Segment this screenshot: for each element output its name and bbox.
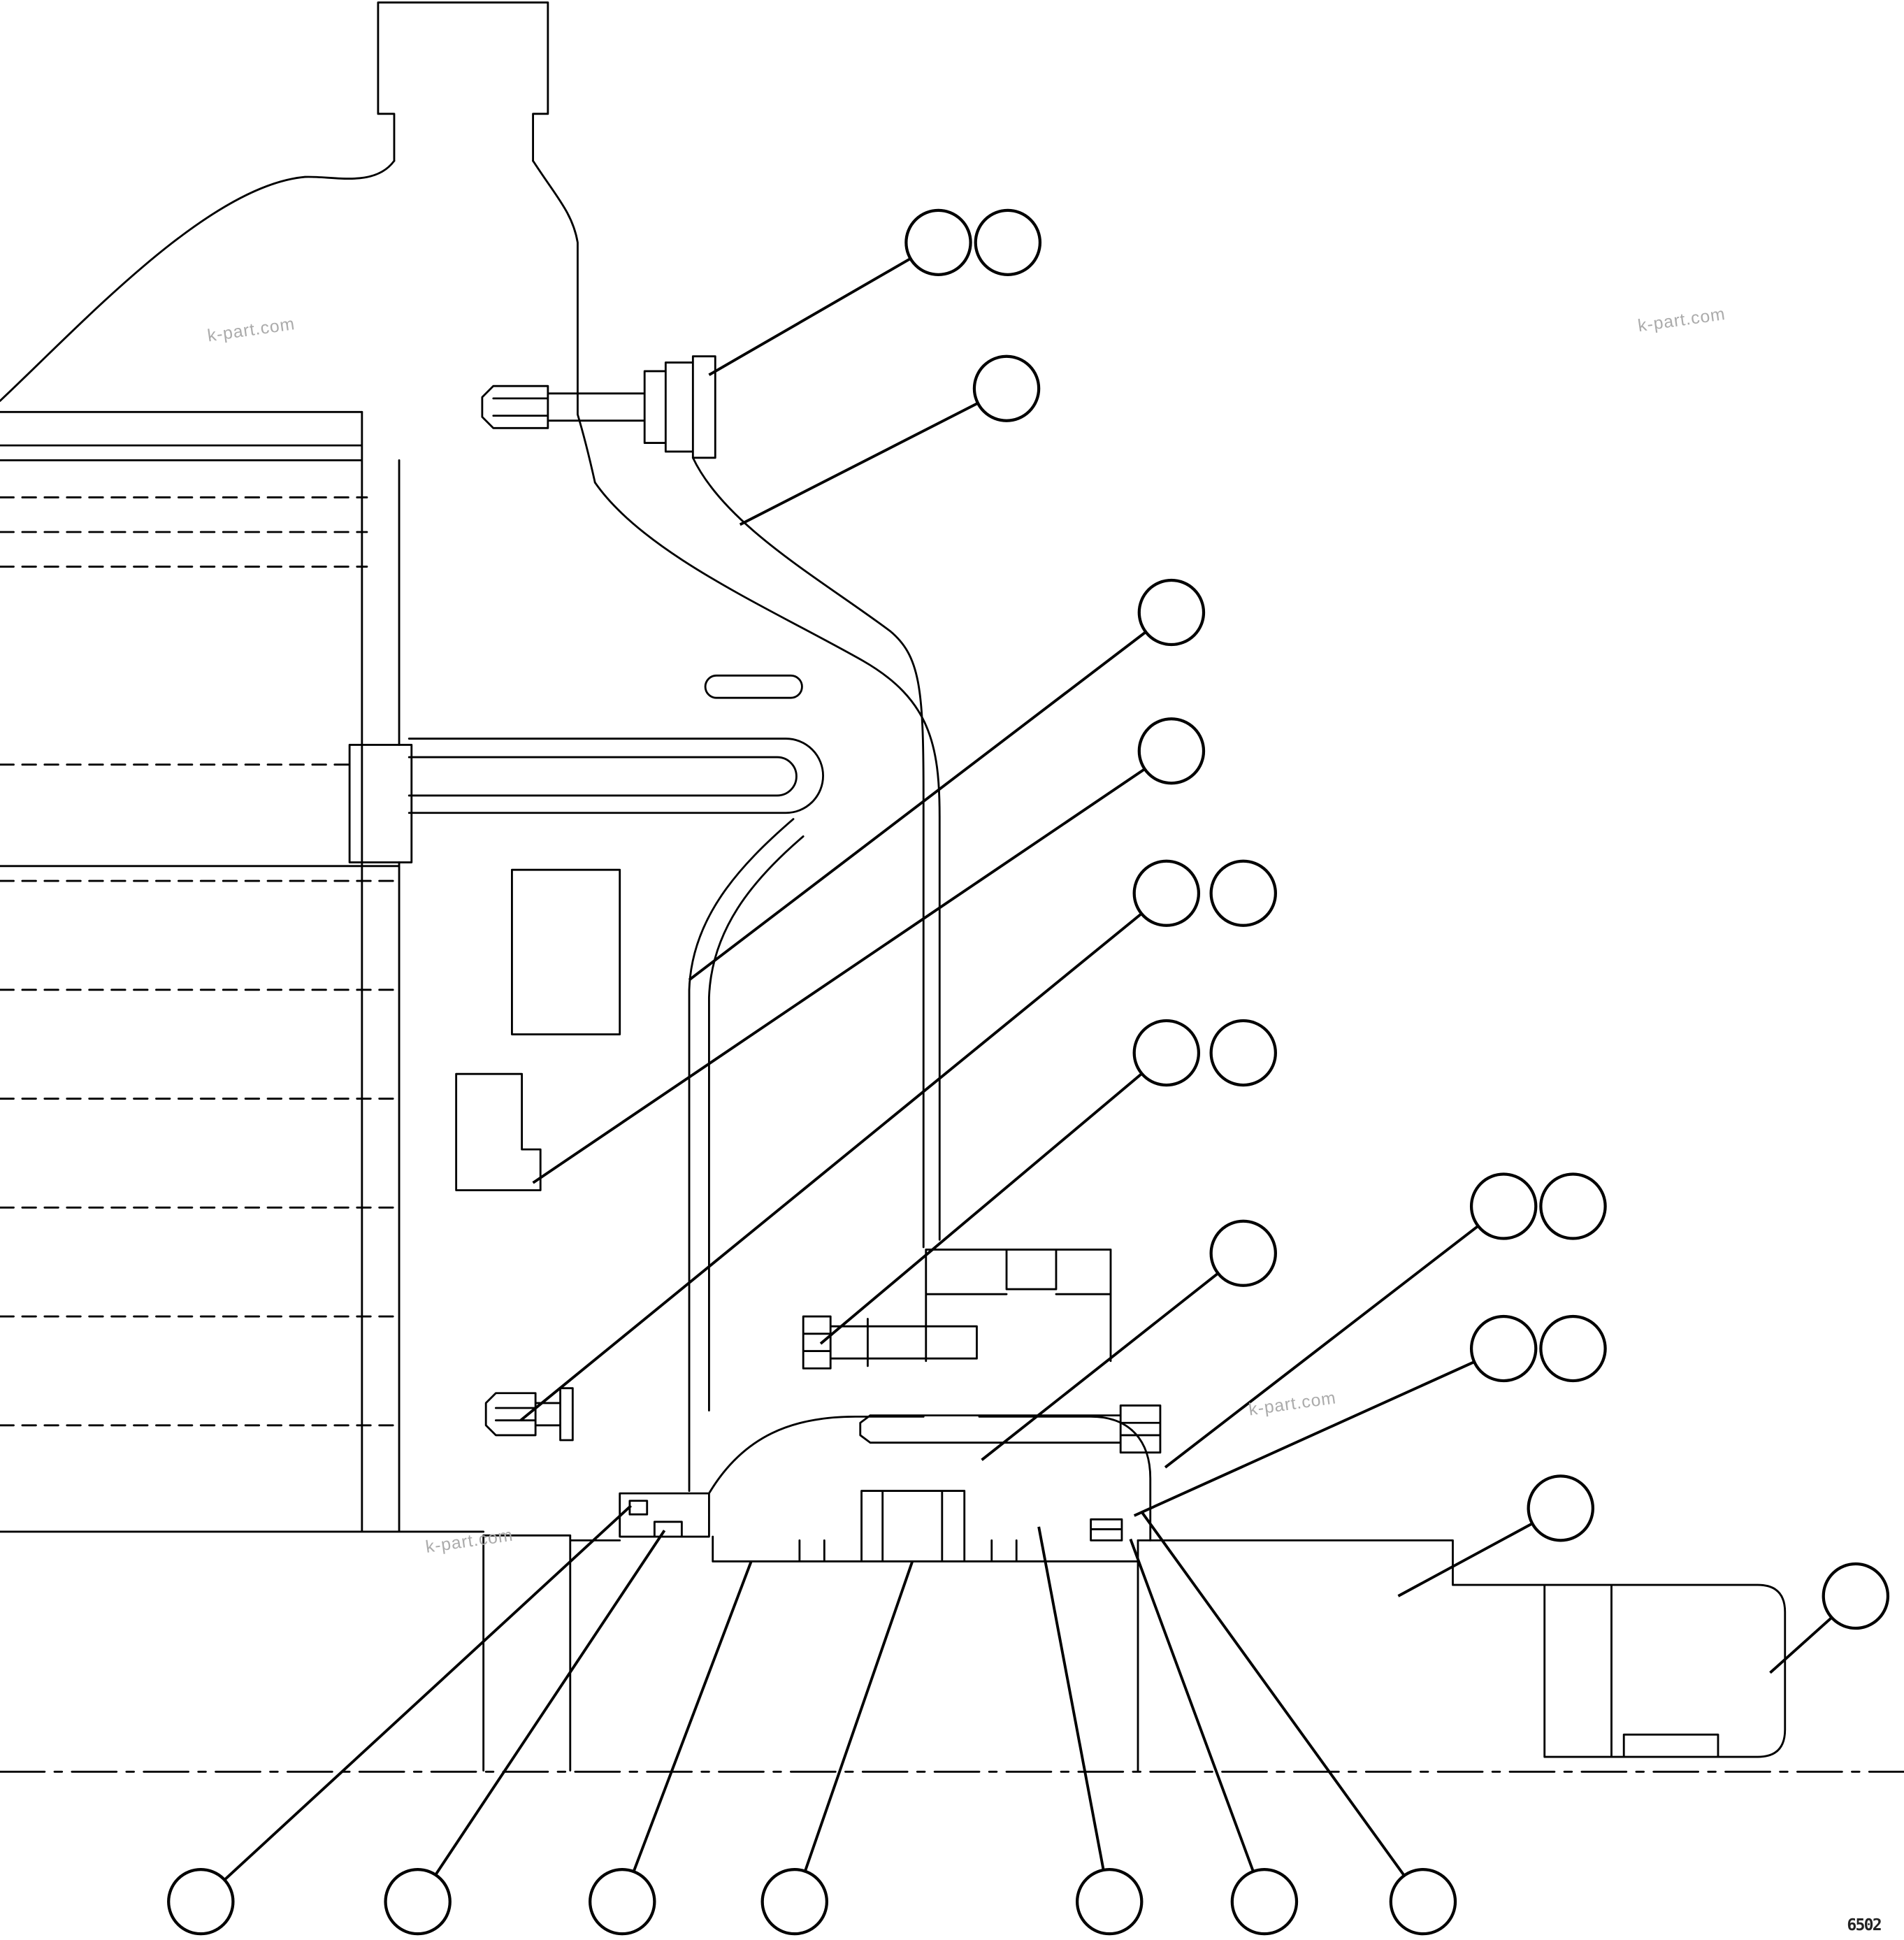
leader-line-3 xyxy=(688,611,1173,982)
callout-balloon-11[interactable] xyxy=(1469,1172,1538,1240)
callout-balloon-15[interactable] xyxy=(1527,1474,1594,1542)
cylinder-flange-lines xyxy=(0,410,485,1533)
leader-line-17 xyxy=(1129,1538,1266,1902)
bracket-hat-profile xyxy=(925,1249,1112,1363)
leader-line-15 xyxy=(793,1560,914,1902)
callout-balloons-layer xyxy=(167,208,1890,1936)
step-bracket xyxy=(455,1072,542,1191)
carrier-bolt-upper xyxy=(802,1315,978,1370)
callout-balloon-22[interactable] xyxy=(1230,1867,1299,1936)
callout-balloon-5[interactable] xyxy=(1137,717,1206,785)
callout-balloon-2[interactable] xyxy=(974,208,1042,277)
callout-balloon-1[interactable] xyxy=(904,208,972,277)
callout-balloon-8[interactable] xyxy=(1132,1019,1201,1087)
callout-balloon-6[interactable] xyxy=(1132,859,1201,927)
leader-line-5 xyxy=(519,892,1168,1422)
machine-section-drawing xyxy=(0,1,1904,1773)
lower-left-bolt xyxy=(484,1387,574,1442)
leader-line-14 xyxy=(621,1560,753,1902)
carrier-bolt-lower xyxy=(859,1404,1162,1454)
watermark-2: k-part.com xyxy=(1637,305,1727,336)
leader-line-8 xyxy=(1164,1205,1505,1469)
callout-balloon-20[interactable] xyxy=(760,1867,829,1936)
callout-balloon-7[interactable] xyxy=(1209,859,1277,927)
seal-carrier-assembly xyxy=(619,1415,1152,1562)
leader-lines-layer xyxy=(199,241,1857,1903)
right-block-and-shaft xyxy=(1137,1539,1787,1772)
callout-balloon-10[interactable] xyxy=(1209,1219,1277,1287)
leader-line-16 xyxy=(1037,1526,1111,1902)
bell-housing-outline xyxy=(0,159,596,484)
leader-line-12 xyxy=(199,1504,633,1903)
leader-line-6 xyxy=(819,1051,1168,1345)
leader-line-9 xyxy=(1133,1347,1504,1517)
support-block xyxy=(482,1534,621,1772)
small-slot xyxy=(704,674,803,699)
callout-balloon-17[interactable] xyxy=(167,1867,235,1936)
callout-balloon-9[interactable] xyxy=(1209,1019,1277,1087)
neck-outline xyxy=(377,1,549,162)
upper-flange-bolt xyxy=(481,355,716,459)
inner-wall-curves xyxy=(688,818,805,1492)
dipstick-channel-and-arm xyxy=(348,738,824,863)
callout-balloon-14[interactable] xyxy=(1539,1314,1607,1383)
leader-line-13 xyxy=(417,1530,666,1903)
watermark-4: k-part.com xyxy=(424,1526,514,1557)
mid-block xyxy=(511,868,621,1035)
callout-balloon-12[interactable] xyxy=(1539,1172,1607,1240)
callout-balloon-3[interactable] xyxy=(972,354,1041,422)
callout-balloon-4[interactable] xyxy=(1137,578,1206,647)
callout-balloon-21[interactable] xyxy=(1075,1867,1144,1936)
leader-line-7 xyxy=(981,1252,1244,1461)
callout-balloon-23[interactable] xyxy=(1389,1867,1457,1936)
watermark-1: k-part.com xyxy=(206,315,296,345)
leader-line-1 xyxy=(708,241,939,376)
leader-line-4 xyxy=(532,749,1172,1184)
callout-balloon-13[interactable] xyxy=(1469,1314,1538,1383)
callout-balloon-16[interactable] xyxy=(1822,1562,1890,1630)
callout-balloon-19[interactable] xyxy=(589,1867,656,1936)
page-code: 6502 xyxy=(1847,1916,1880,1934)
hidden-lines xyxy=(0,496,401,1427)
leader-line-18 xyxy=(1140,1511,1425,1903)
leader-line-2 xyxy=(739,387,1007,526)
housing-wall-curves xyxy=(593,457,941,1249)
callout-balloon-18[interactable] xyxy=(384,1867,452,1936)
